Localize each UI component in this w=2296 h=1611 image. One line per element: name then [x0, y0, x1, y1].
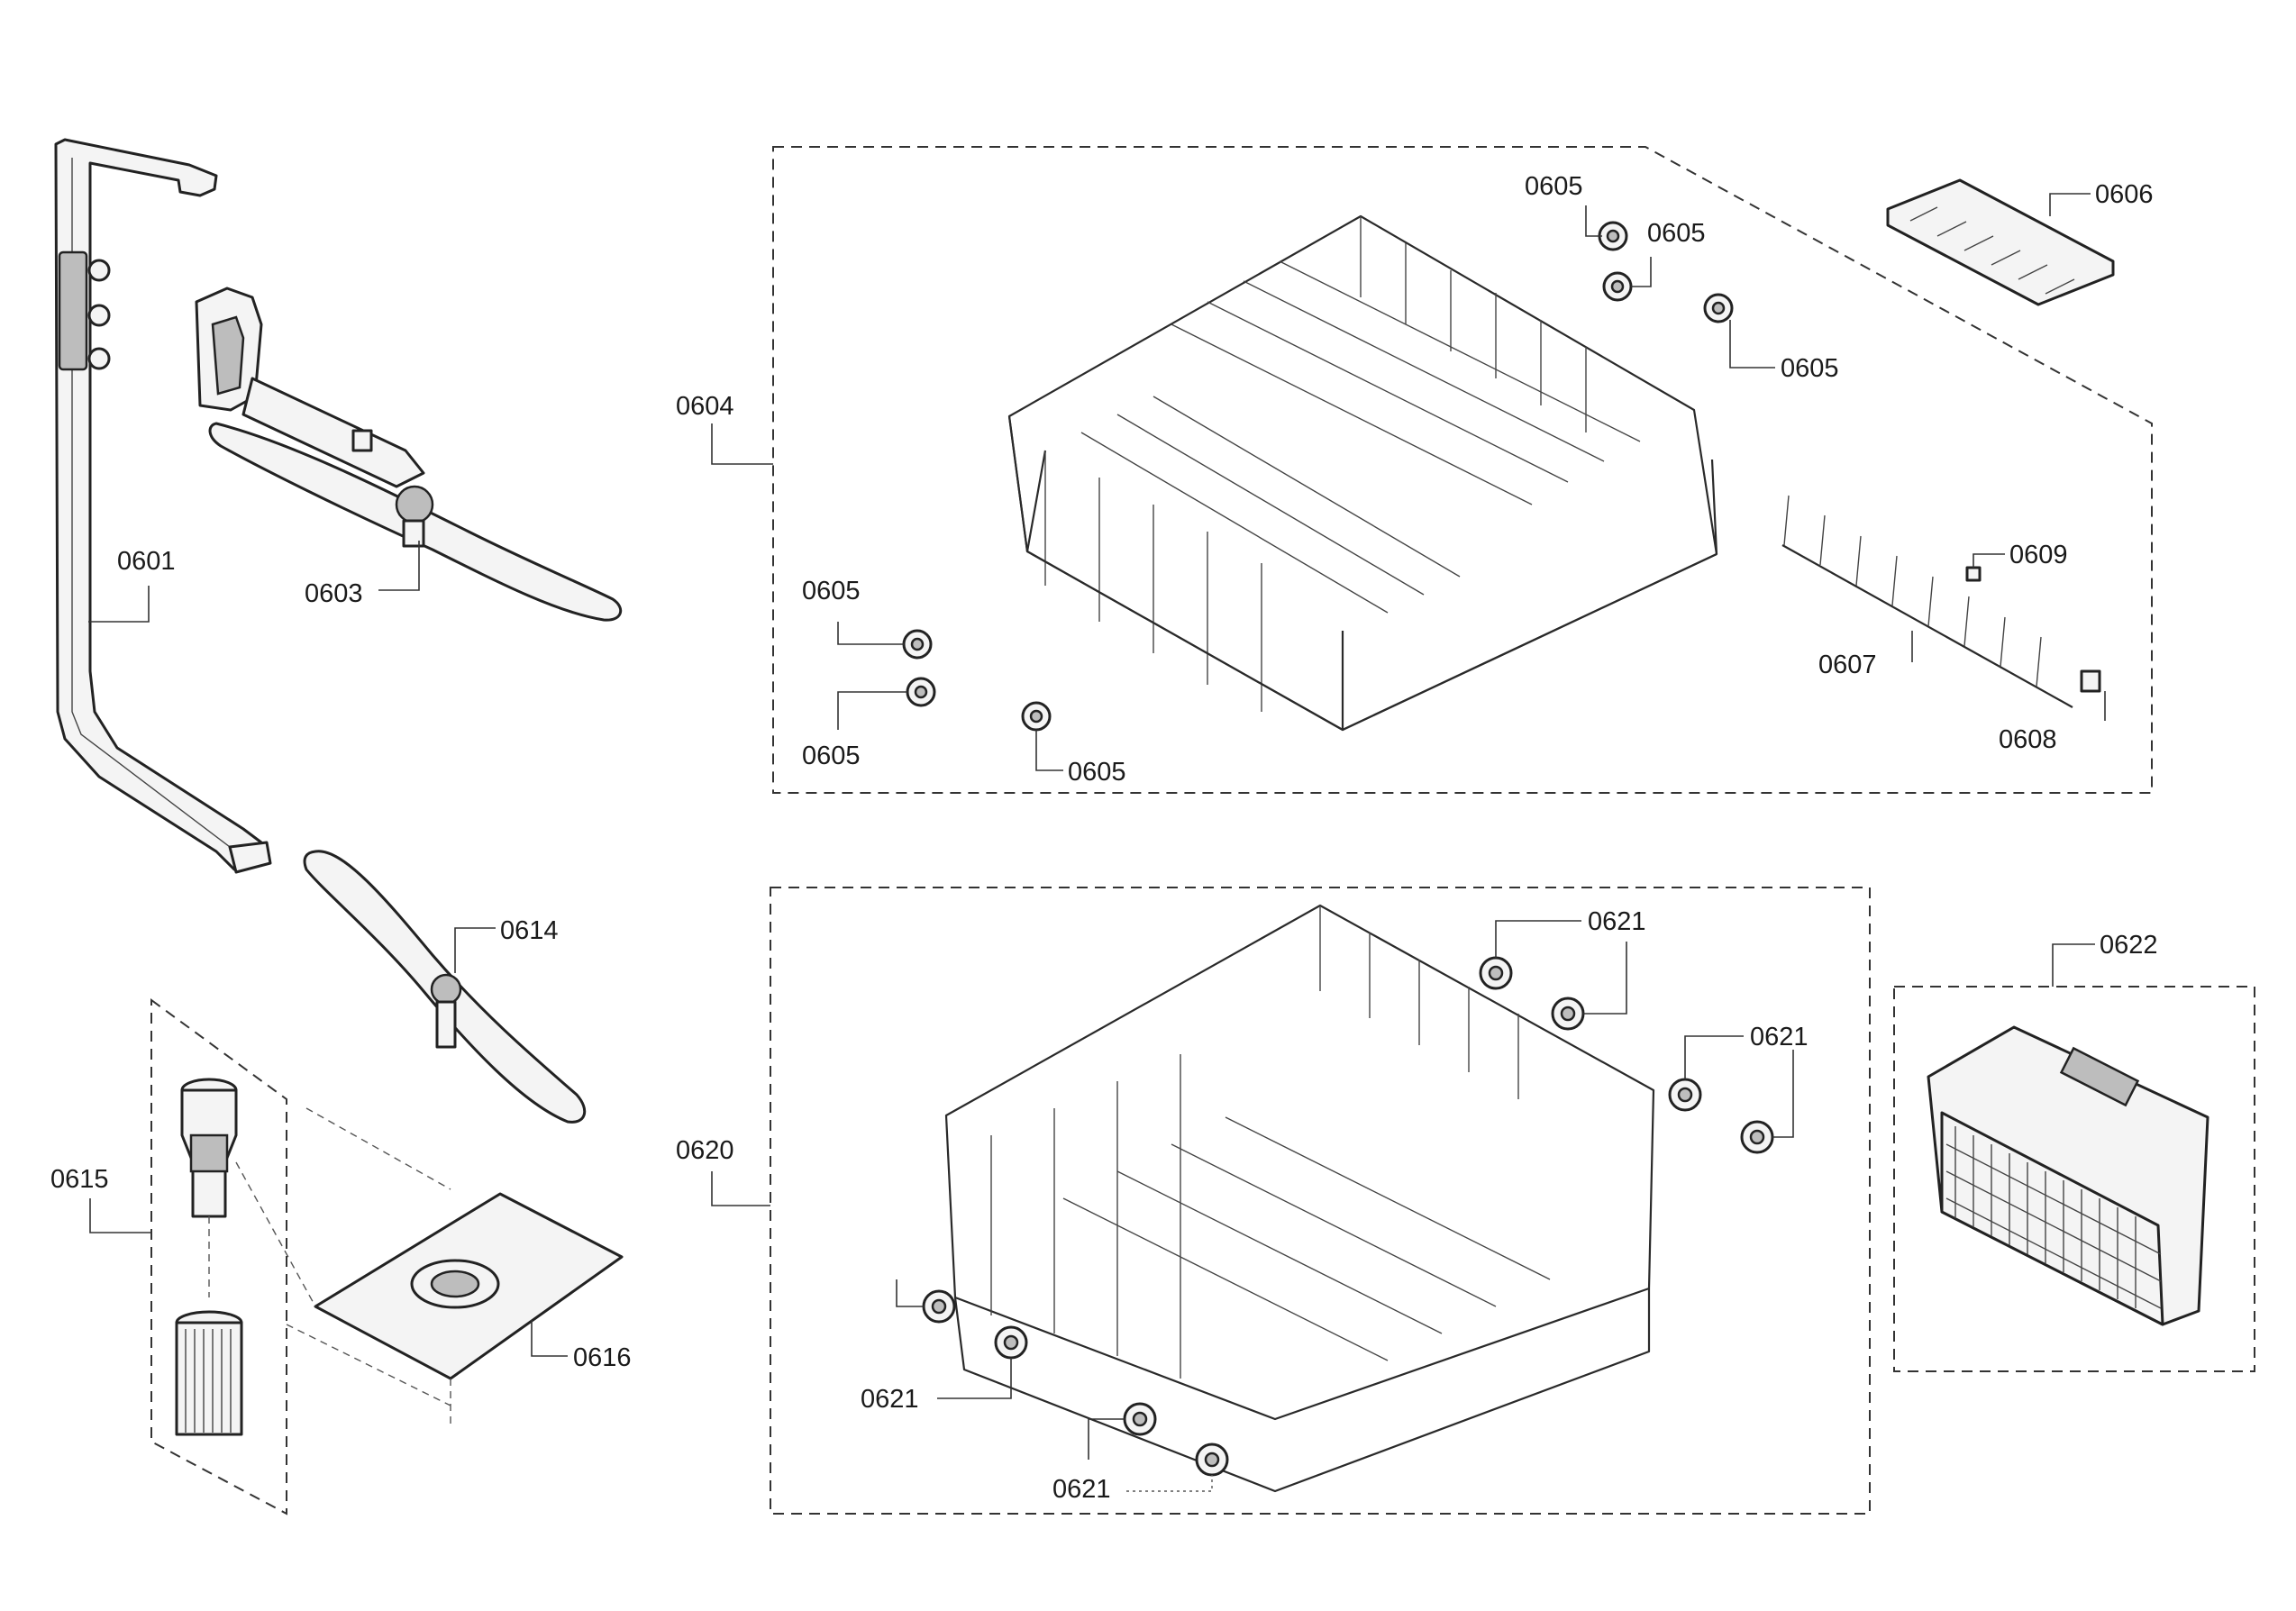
leader-0616 [531, 1320, 568, 1357]
rack-wheel-0621-5[interactable] [922, 1289, 956, 1324]
leader-0609 [1973, 553, 2005, 568]
label-0605-f: 0605 [1068, 758, 1126, 787]
rack-wheel-0605-6[interactable] [1021, 701, 1052, 732]
leader-0621-b [1583, 942, 1627, 1015]
cutlery-basket-part[interactable] [1927, 1025, 2209, 1326]
filter-plate-part[interactable] [235, 1107, 624, 1424]
upper-rack-group-outline [772, 146, 2153, 794]
label-0606: 0606 [2095, 180, 2154, 209]
label-0604: 0604 [676, 392, 734, 421]
leader-0620 [711, 1171, 770, 1206]
upper-spray-arm-part[interactable] [195, 287, 623, 622]
leader-0622 [2052, 943, 2095, 987]
cutlery-basket-group-outline [1893, 986, 2255, 1372]
label-0615: 0615 [50, 1165, 109, 1194]
rack-wheel-0621-7[interactable] [1123, 1402, 1157, 1436]
rack-wheel-0605-1[interactable] [1598, 221, 1628, 251]
lower-spray-arm-part[interactable] [303, 850, 587, 1124]
leader-0603 [378, 541, 420, 591]
leader-0601 [88, 586, 150, 623]
leader-0621-g [1088, 1418, 1125, 1460]
leader-0621-d [1772, 1050, 1794, 1138]
label-0605-a: 0605 [1525, 172, 1583, 201]
label-0621-g: 0621 [1052, 1475, 1111, 1504]
label-0621-a: 0621 [1588, 907, 1646, 936]
label-0605-c: 0605 [1781, 354, 1839, 383]
leader-0605-d [837, 622, 904, 645]
clip-0609-part[interactable] [1965, 566, 1982, 582]
leader-0621-f [937, 1358, 1012, 1399]
rack-wheel-0621-4[interactable] [1740, 1120, 1774, 1154]
rack-wheel-0621-1[interactable] [1479, 956, 1513, 990]
leader-0621-e [896, 1279, 924, 1307]
label-0614: 0614 [500, 916, 559, 945]
rack-wheel-0621-3[interactable] [1668, 1078, 1702, 1112]
label-0605-b: 0605 [1647, 219, 1706, 248]
label-0621-c: 0621 [1750, 1023, 1809, 1051]
label-0621-e: 0621 [861, 1385, 919, 1414]
label-0620: 0620 [676, 1136, 734, 1165]
label-0616: 0616 [573, 1343, 632, 1372]
label-0605-e: 0605 [802, 742, 861, 770]
leader-0621-c [1684, 1035, 1744, 1079]
leader-0605-a [1585, 205, 1602, 237]
leader-0621-a [1495, 920, 1581, 958]
clip-0608-part[interactable] [2080, 669, 2101, 693]
leader-0605-f [1035, 730, 1063, 771]
rack-wheel-0605-4[interactable] [902, 629, 933, 660]
filter-part[interactable] [175, 1078, 243, 1436]
upper-rack-part[interactable] [1007, 214, 1718, 732]
leader-0615 [89, 1198, 151, 1233]
leader-0614 [454, 927, 496, 973]
label-0603: 0603 [305, 579, 363, 608]
leader-0604 [711, 423, 773, 465]
rack-wheel-0605-3[interactable] [1703, 293, 1734, 323]
leader-0621-h [1126, 1475, 1213, 1492]
label-0622: 0622 [2100, 931, 2158, 960]
rack-wheel-0621-8[interactable] [1195, 1443, 1229, 1477]
rack-wheel-0605-2[interactable] [1602, 271, 1633, 302]
supply-pipe-part[interactable] [54, 138, 272, 874]
label-0608: 0608 [1999, 725, 2057, 754]
rack-wheel-0621-2[interactable] [1551, 997, 1585, 1031]
cup-shelf-part[interactable] [1886, 178, 2115, 306]
label-0607: 0607 [1818, 651, 1877, 679]
label-0601: 0601 [117, 547, 176, 576]
label-0609: 0609 [2009, 541, 2068, 569]
rack-wheel-0621-6[interactable] [994, 1325, 1028, 1360]
label-0605-d: 0605 [802, 577, 861, 605]
lower-rack-group-outline [770, 887, 1871, 1515]
filter-group-outline [150, 998, 287, 1515]
rack-wheel-0605-5[interactable] [906, 677, 936, 707]
leader-0606 [2049, 193, 2091, 216]
tine-row-part[interactable] [1781, 495, 2073, 708]
leader-0605-e [837, 691, 907, 730]
lower-rack-part[interactable] [944, 904, 1655, 1493]
leader-0605-c [1729, 320, 1775, 369]
leader-0605-b [1631, 257, 1652, 287]
